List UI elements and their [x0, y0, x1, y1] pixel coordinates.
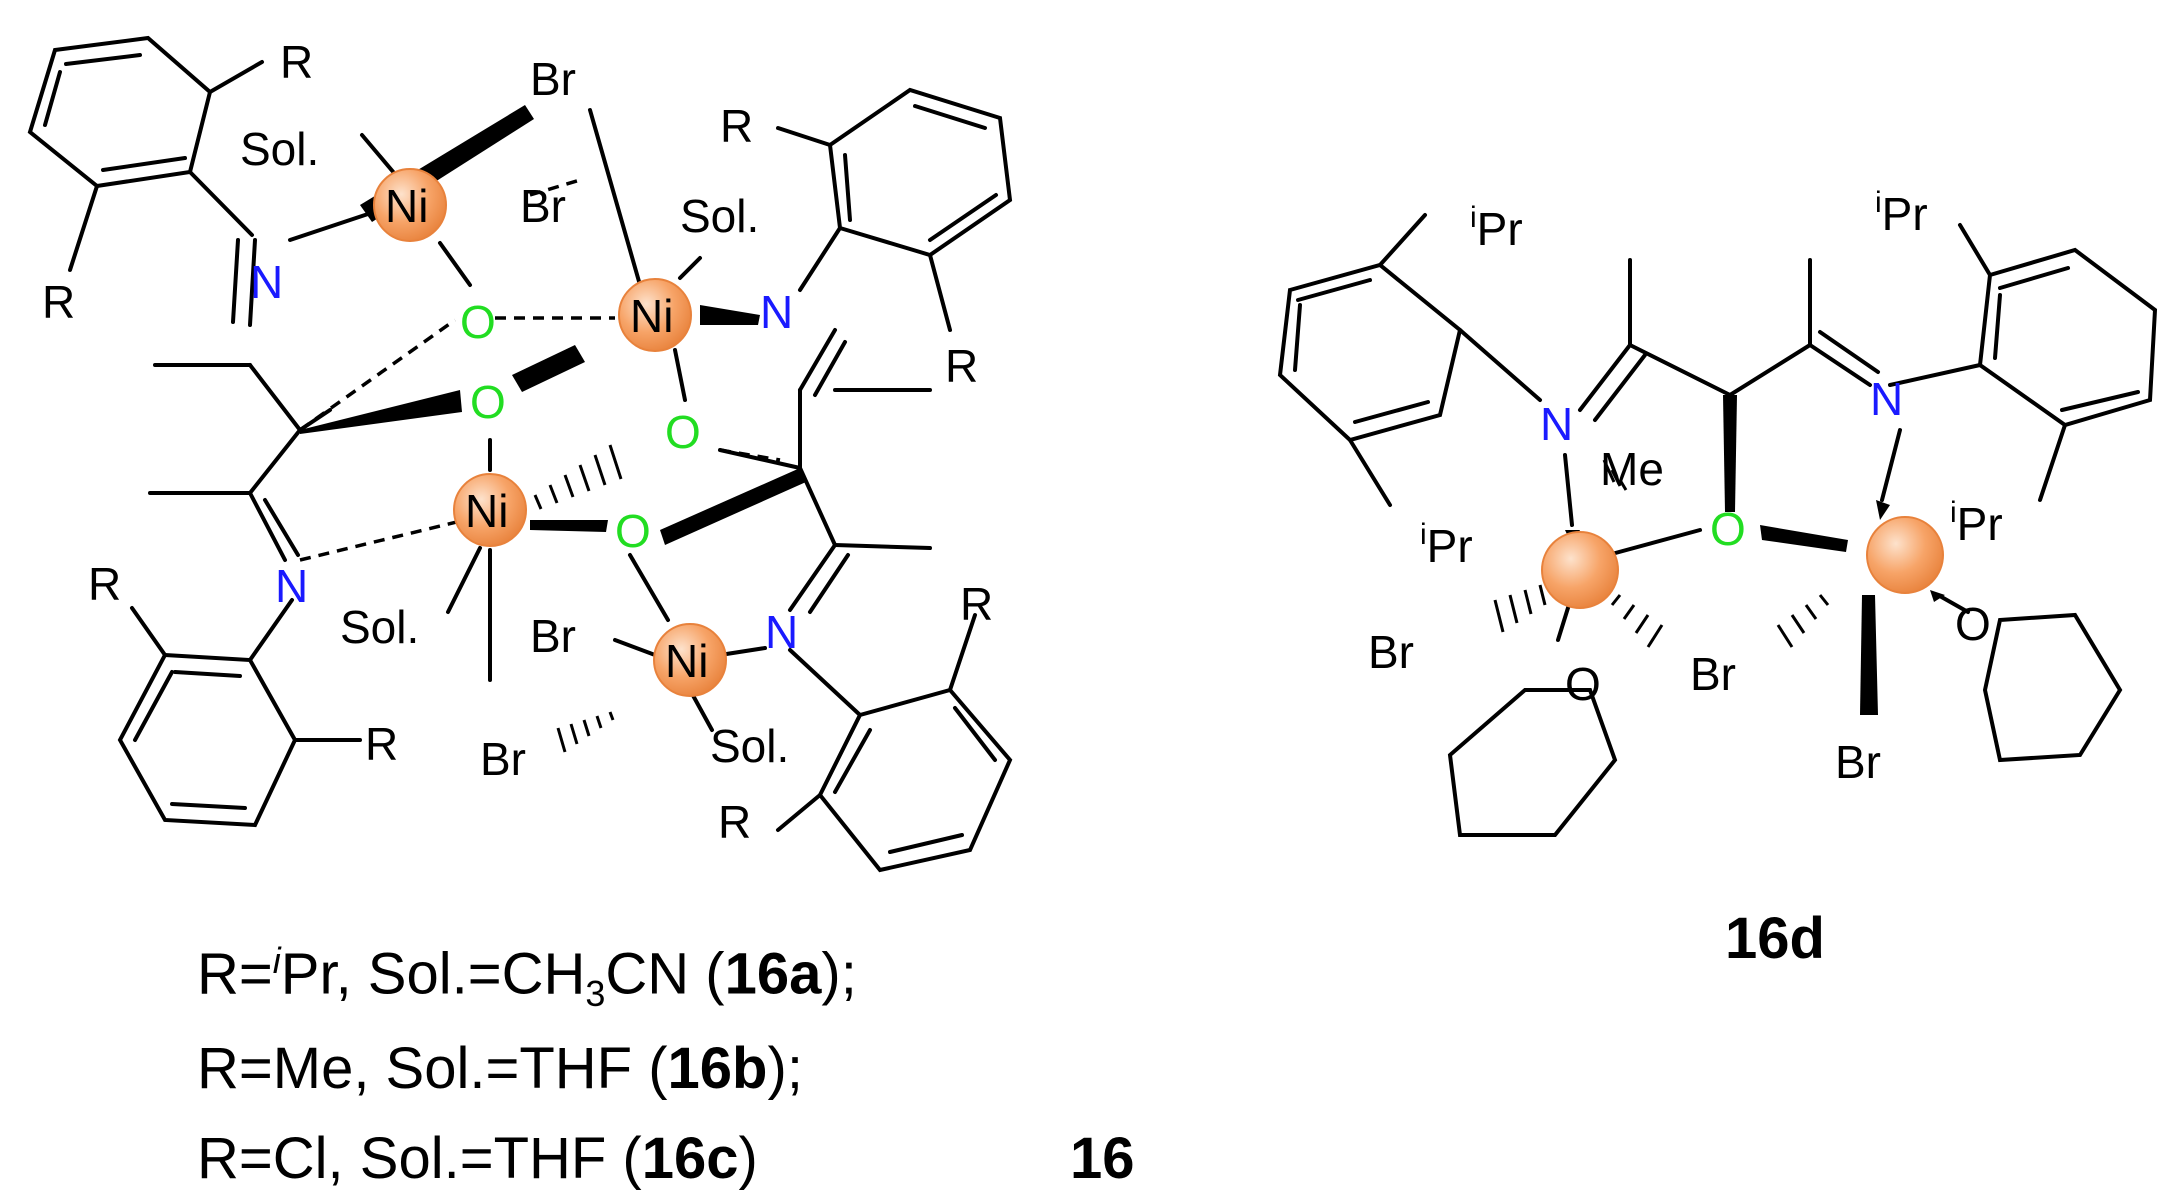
n-label: N [275, 560, 308, 612]
caption-line-16b: R=Me, Sol.=THF (16b); [197, 1036, 803, 1101]
dashed-bonds [298, 178, 781, 562]
n-label: N [760, 286, 793, 338]
br-label: Br [530, 610, 576, 662]
r-label: R [280, 36, 313, 88]
sol-label: Sol. [340, 601, 419, 653]
o-label: O [1565, 658, 1601, 710]
sol-label: Sol. [680, 190, 759, 242]
structure-16: Ni Ni Ni Ni N N N N O O O O Br Br Br Br … [27, 35, 1013, 873]
ipr-label: iPr [1420, 518, 1473, 572]
ipr-label: iPr [1950, 496, 2003, 550]
br-label: Br [1690, 648, 1736, 700]
aryl-ring-bottom-right [776, 613, 1013, 873]
ni-label: Ni [630, 290, 673, 342]
o-label: O [1710, 503, 1746, 555]
o-label: O [470, 376, 506, 428]
o-label: O [1955, 598, 1991, 650]
r-label: R [88, 558, 121, 610]
structure-16d: N N O O O Br Br Br Me iPr iPr iPr iPr [1277, 186, 2158, 837]
br-label: Br [480, 733, 526, 785]
br-label: Br [520, 180, 566, 232]
aryl-ring-left [1277, 213, 1542, 507]
br-label: Br [530, 53, 576, 105]
atom-labels-16d: N N O O O Br Br Br Me iPr iPr iPr iPr [1368, 186, 2003, 788]
metal-centers-16d [1541, 516, 1944, 609]
br-label: Br [1835, 736, 1881, 788]
r-label: R [945, 340, 978, 392]
sol-label: Sol. [240, 123, 319, 175]
sol-label: Sol. [710, 720, 789, 772]
nickel-centers [373, 168, 727, 697]
ligand-backbone [148, 238, 932, 614]
aryl-ring-bottom-left [117, 598, 362, 828]
o-label: O [615, 505, 651, 557]
n-label: N [765, 606, 798, 658]
thf-rings [1447, 612, 2123, 837]
atom-labels-16: Ni Ni Ni Ni N N N N O O O O Br Br Br Br … [42, 36, 993, 848]
o-label: O [665, 406, 701, 458]
r-label: R [42, 276, 75, 328]
aryl-ring-right [1888, 223, 2158, 502]
caption-line-16a: R=iPr, Sol.=CH3CN (16a); [197, 940, 857, 1014]
n-label: N [250, 256, 283, 308]
r-label: R [365, 718, 398, 770]
br-label: Br [1368, 626, 1414, 678]
o-label: O [460, 296, 496, 348]
n-label: N [1870, 373, 1903, 425]
hashed-wedges [518, 444, 623, 753]
ni-label: Ni [465, 485, 508, 537]
aryl-ring-top-right [776, 87, 1013, 332]
r-label: R [720, 100, 753, 152]
ligand-backbone-16d [1578, 258, 1880, 512]
caption-line-16c: R=Cl, Sol.=THF (16c) [197, 1126, 758, 1191]
ni-label: Ni [665, 635, 708, 687]
aryl-ring-top-left [27, 35, 264, 272]
r-label: R [960, 578, 993, 630]
ipr-label: iPr [1875, 186, 1928, 240]
r-label: R [718, 796, 751, 848]
n-label: N [1540, 398, 1573, 450]
compound-label-16d: 16d [1725, 906, 1825, 971]
me-label: Me [1600, 443, 1664, 495]
ni-label: Ni [385, 180, 428, 232]
ipr-label: iPr [1470, 201, 1523, 255]
compound-label-16: 16 [1070, 1126, 1135, 1191]
